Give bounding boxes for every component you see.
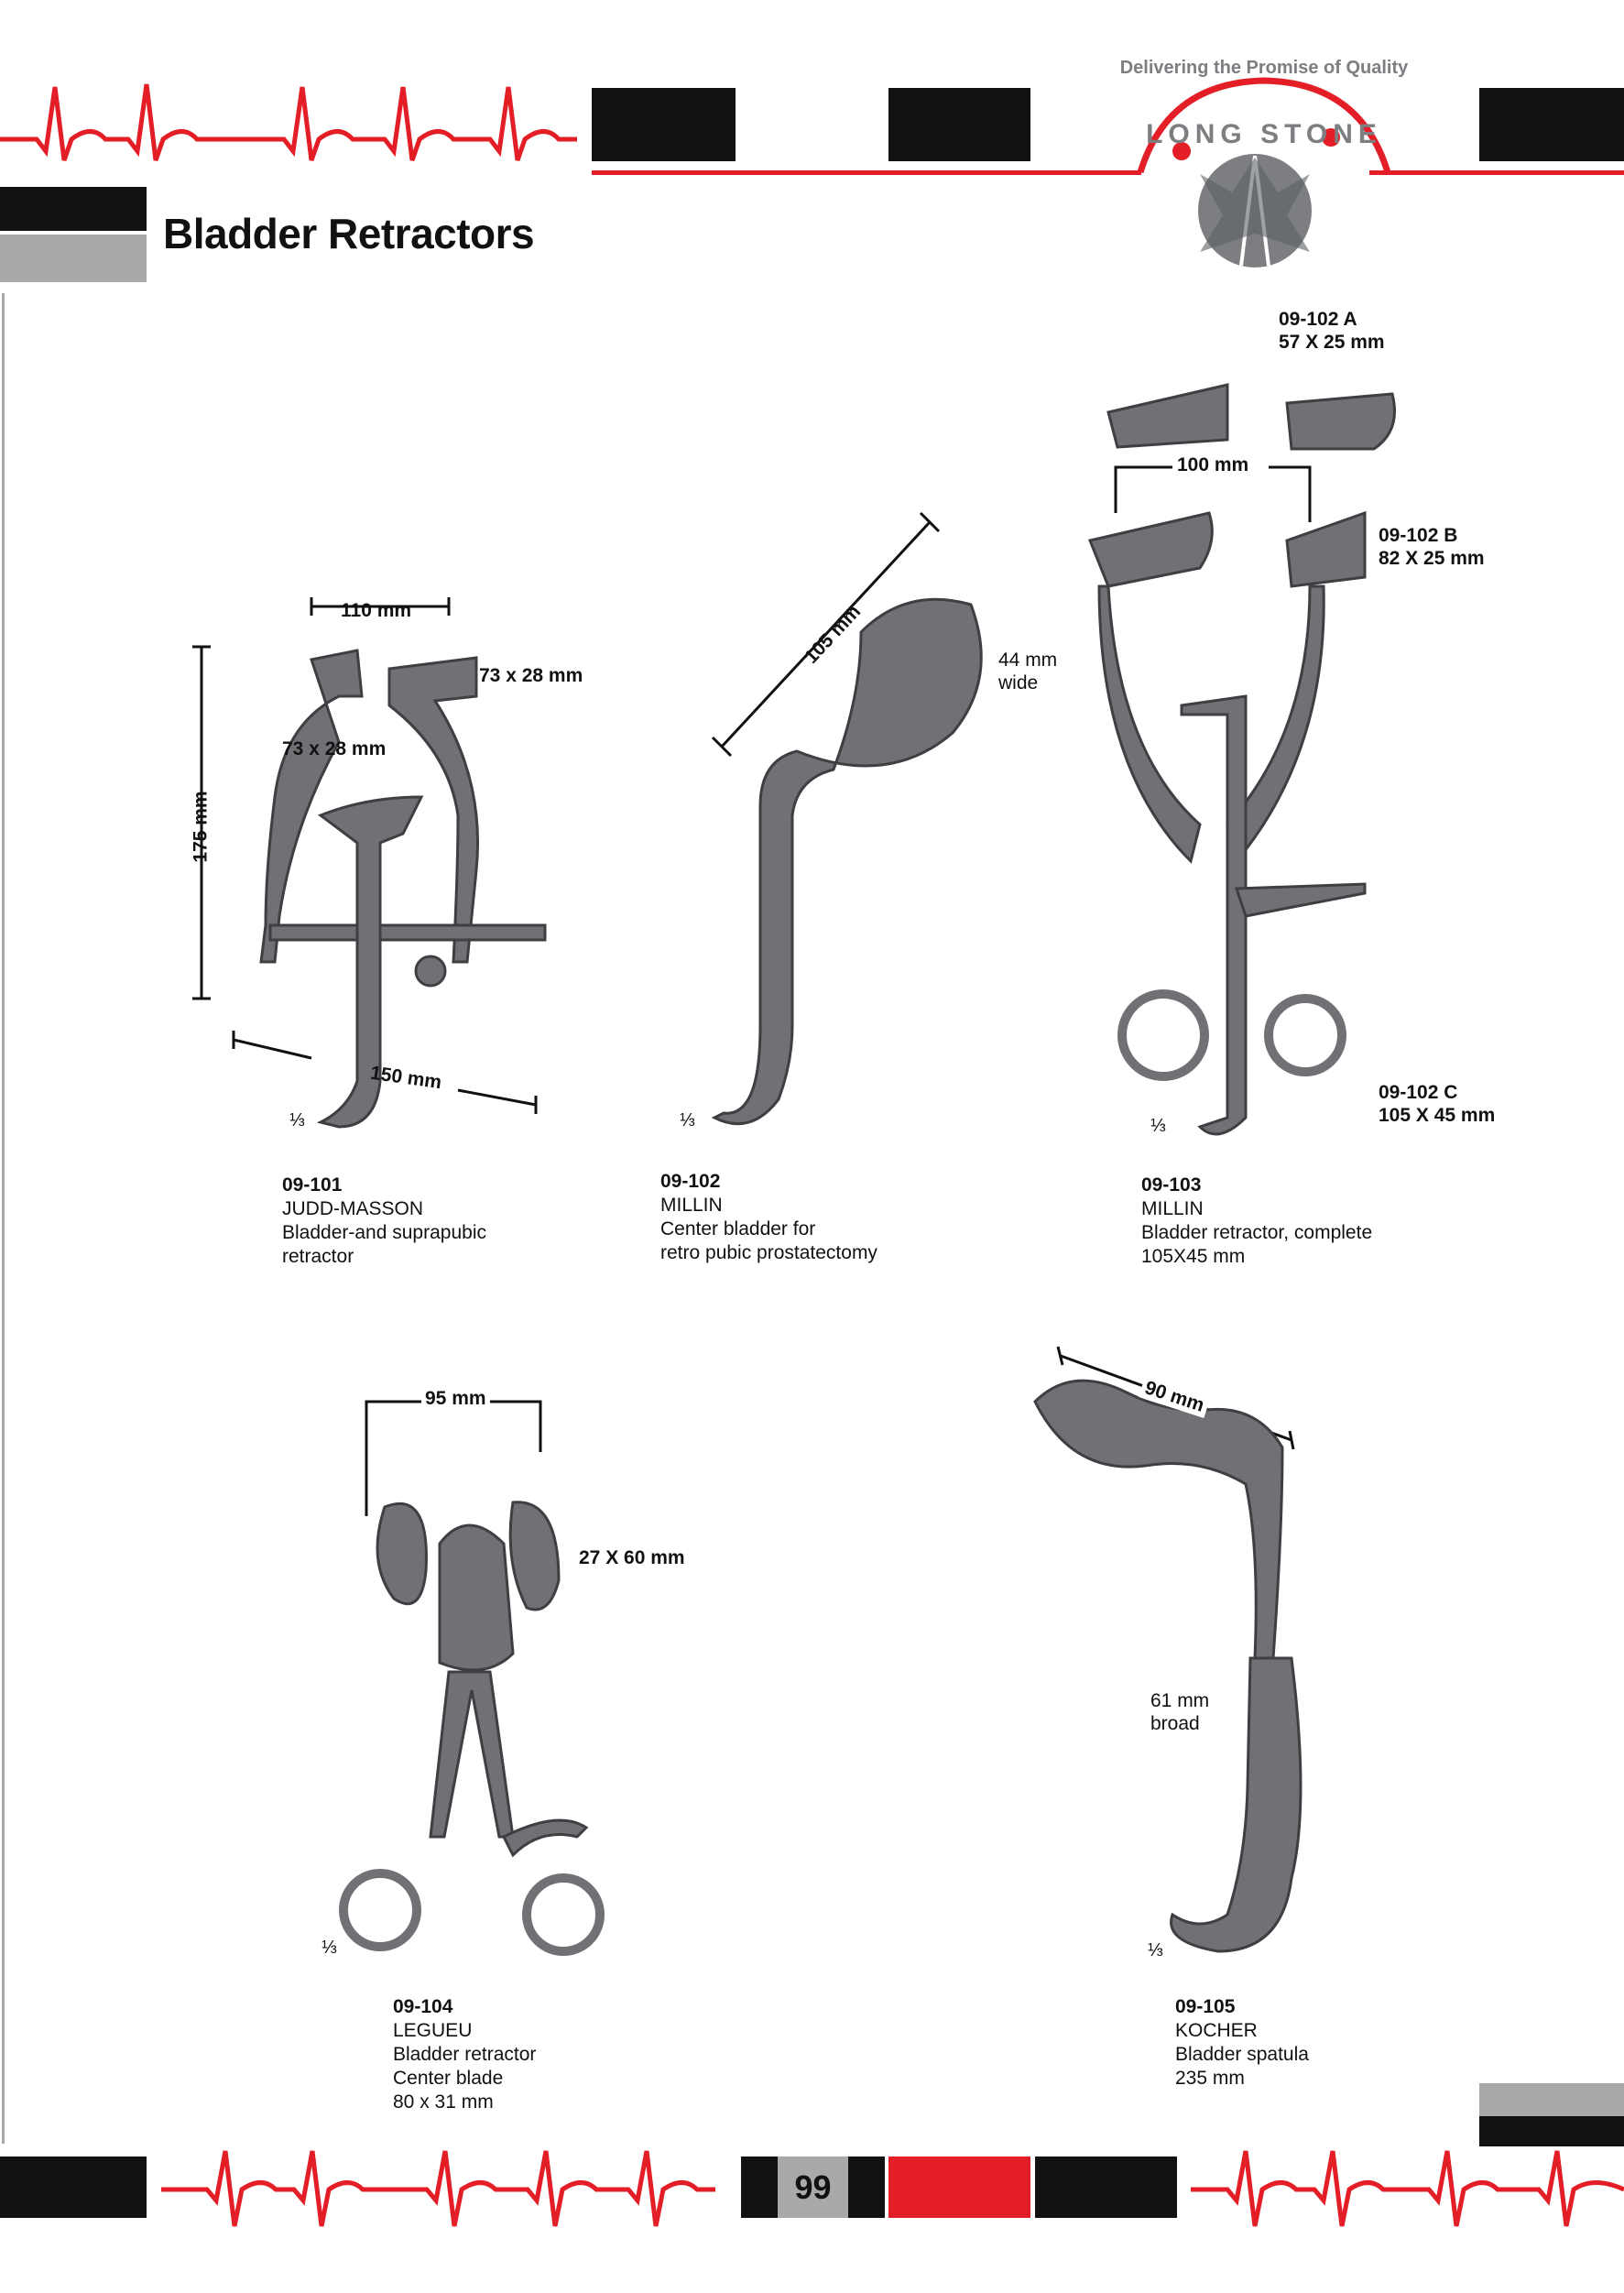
dim-spread: 95 mm xyxy=(421,1387,490,1410)
header-rule xyxy=(592,170,1141,175)
page-number: 99 xyxy=(778,2157,848,2218)
blade-a-code: 09-102 A xyxy=(1279,309,1357,330)
dim-blade: 27 X 60 mm xyxy=(579,1547,685,1568)
svg-text:LONG STONE: LONG STONE xyxy=(1146,119,1382,149)
product-caption: 09-101 JUDD-MASSON Bladder-and suprapubi… xyxy=(282,1174,486,1269)
footer-block-gray xyxy=(1479,2083,1624,2116)
title-block xyxy=(0,187,147,231)
kocher-spatula-image xyxy=(1033,1346,1302,1953)
legueu-retractor-image xyxy=(339,1400,605,1956)
product-code: 09-104 xyxy=(393,1996,453,2017)
product-name: LEGUEU xyxy=(393,2020,473,2041)
product-desc: Bladder spatula xyxy=(1175,2044,1309,2065)
dim-width-label: wide xyxy=(998,672,1039,693)
scale-label: ⅓ xyxy=(680,1110,695,1130)
dim-width-value: 44 mm xyxy=(998,650,1058,671)
footer-block-red xyxy=(888,2157,1030,2218)
product-caption: 09-105 KOCHER Bladder spatula 235 mm xyxy=(1175,1995,1309,2091)
dim-broad-value: 61 mm xyxy=(1150,1690,1210,1711)
blade-c-code: 09-102 C xyxy=(1379,1082,1458,1103)
scale-label: ⅓ xyxy=(322,1938,337,1958)
header-block xyxy=(592,88,736,161)
product-name: MILLIN xyxy=(660,1195,723,1216)
scale-label: ⅓ xyxy=(289,1110,305,1130)
product-desc: Bladder retractor xyxy=(393,2044,537,2065)
dim-width-top: 110 mm xyxy=(341,600,412,621)
footer-block xyxy=(1035,2157,1177,2218)
product-caption: 09-102 MILLIN Center bladder for retro p… xyxy=(660,1170,877,1265)
longstone-logo: LONG STONE Delivering the Promise of Qua… xyxy=(1120,58,1409,268)
product-desc: 235 mm xyxy=(1175,2068,1245,2089)
page-title: Bladder Retractors xyxy=(163,210,535,257)
product-desc: 80 x 31 mm xyxy=(393,2091,494,2113)
svg-text:Delivering the Promise of Qual: Delivering the Promise of Quality xyxy=(1120,58,1409,78)
product-code: 09-103 xyxy=(1141,1174,1202,1196)
product-desc: Center bladder for xyxy=(660,1218,816,1239)
product-desc: Center blade xyxy=(393,2068,504,2089)
product-code: 09-105 xyxy=(1175,1996,1236,2017)
product-code: 09-101 xyxy=(282,1174,343,1196)
footer-block xyxy=(741,2157,778,2218)
ecg-line-top xyxy=(0,83,577,161)
product-name: KOCHER xyxy=(1175,2020,1258,2041)
judd-masson-retractor-image xyxy=(192,597,547,1129)
left-margin-rule xyxy=(2,293,5,2144)
product-name: JUDD-MASSON xyxy=(282,1198,424,1219)
footer-block xyxy=(0,2157,147,2218)
dim-spread: 100 mm xyxy=(1173,453,1253,476)
header-block xyxy=(888,88,1030,161)
footer-block xyxy=(848,2157,885,2218)
footer-block xyxy=(1479,2116,1624,2146)
product-code: 09-102 xyxy=(660,1171,721,1192)
blade-b-size: 82 X 25 mm xyxy=(1379,548,1485,569)
dim-blade-right: 73 x 28 mm xyxy=(479,665,583,686)
header-rule xyxy=(1369,170,1624,175)
title-block-gray xyxy=(0,235,147,282)
millin-center-blade-image xyxy=(711,511,983,1126)
product-desc: Bladder retractor, complete xyxy=(1141,1222,1373,1243)
millin-complete-retractor-image xyxy=(1087,383,1396,1136)
product-desc: retractor xyxy=(282,1246,354,1267)
product-desc: retro pubic prostatectomy xyxy=(660,1242,877,1263)
product-caption: 09-103 MILLIN Bladder retractor, complet… xyxy=(1141,1174,1372,1269)
ecg-line-bottom-right xyxy=(1191,2150,1624,2227)
blade-c-size: 105 X 45 mm xyxy=(1379,1105,1496,1126)
ecg-line-bottom-left xyxy=(161,2150,715,2227)
scale-label: ⅓ xyxy=(1148,1940,1163,1960)
header-block xyxy=(1479,88,1624,161)
scale-label: ⅓ xyxy=(1150,1116,1166,1136)
blade-a-size: 57 X 25 mm xyxy=(1279,332,1385,353)
product-desc: 105X45 mm xyxy=(1141,1246,1246,1267)
dim-broad-label: broad xyxy=(1150,1713,1200,1734)
product-name: MILLIN xyxy=(1141,1198,1204,1219)
product-desc: Bladder-and suprapubic xyxy=(282,1222,486,1243)
product-caption: 09-104 LEGUEU Bladder retractor Center b… xyxy=(393,1995,536,2114)
dim-height: 175 mm xyxy=(190,791,212,863)
dim-blade-left: 73 x 28 mm xyxy=(282,738,387,759)
blade-b-code: 09-102 B xyxy=(1379,525,1458,546)
